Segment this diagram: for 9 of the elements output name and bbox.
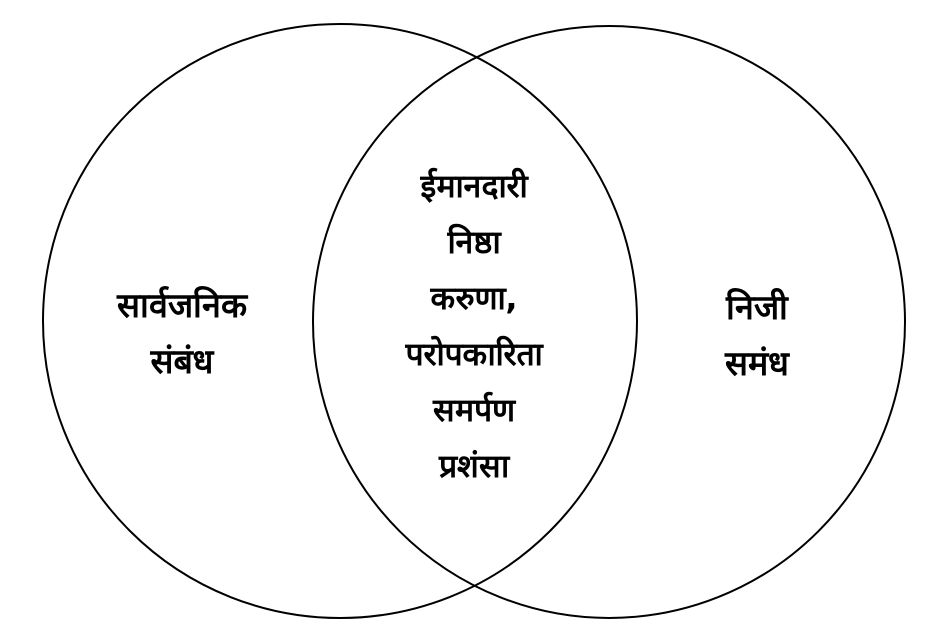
set-label: निजी समंध [724,287,791,386]
overlap-item: करुणा, परोपकारिता [404,278,545,375]
overlap-item: प्रशंसा [438,446,512,487]
venn-circle [42,23,638,619]
set-label: सार्वजनिक संबंध [116,285,250,384]
overlap-item: ईमानदारी [419,166,530,207]
overlap-item: निष्ठा [446,222,503,263]
overlap-item: समर्पण [432,390,518,431]
venn-circle [312,25,906,619]
